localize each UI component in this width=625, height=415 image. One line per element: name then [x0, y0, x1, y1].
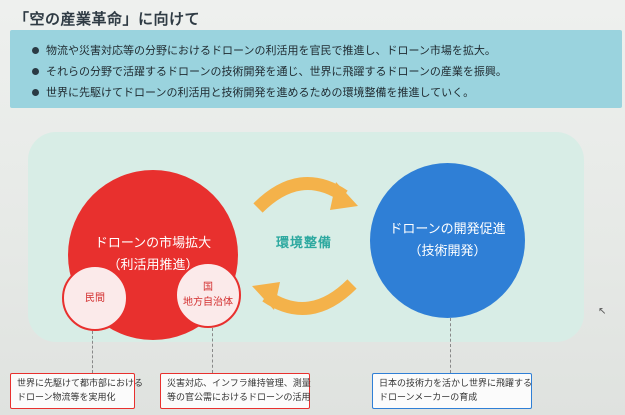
development-circle: ドローンの開発促進 （技術開発） — [370, 163, 525, 318]
government-label: 国 — [203, 282, 213, 293]
connector-line — [450, 318, 451, 373]
private-sector-circle: 民間 — [62, 265, 128, 331]
bullet-item: 物流や災害対応等の分野におけるドローンの利活用を官民で推進し、ドローン市場を拡大… — [32, 40, 608, 61]
slide-title: 「空の産業革命」に向けて — [14, 10, 201, 28]
development-label: ドローンの開発促進 — [389, 221, 506, 237]
connector-line — [92, 331, 93, 373]
callout-text: ドローン物流等を実用化 — [17, 393, 116, 403]
callout-development: 日本の技術力を活かし世界に飛躍する ドローンメーカーの育成 — [372, 373, 532, 409]
market-expansion-sublabel: （利活用推進） — [107, 258, 199, 273]
callout-text: 災害対応、インフラ維持管理、測量 — [167, 379, 311, 389]
callout-government: 災害対応、インフラ維持管理、測量 等の官公需におけるドローンの活用 — [160, 373, 311, 409]
bullet-item: それらの分野で活躍するドローンの技術開発を通じ、世界に飛躍するドローンの産業を振… — [32, 61, 608, 82]
bullet-list: 物流や災害対応等の分野におけるドローンの利活用を官民で推進し、ドローン市場を拡大… — [32, 40, 608, 103]
callout-text: 等の官公需におけるドローンの活用 — [167, 393, 311, 403]
connector-line — [212, 328, 213, 373]
cycle-arrow-bottom — [252, 279, 357, 315]
callout-text: 世界に先駆けて都市部における — [17, 379, 144, 389]
environment-label: 環境整備 — [276, 236, 333, 251]
callout-text: 日本の技術力を活かし世界に飛躍する — [379, 379, 533, 389]
market-expansion-label: ドローンの市場拡大 — [94, 236, 212, 251]
development-sublabel: （技術開発） — [408, 243, 487, 259]
callout-private: 世界に先駆けて都市部における ドローン物流等を実用化 — [10, 373, 144, 409]
local-government-label: 地方自治体 — [183, 297, 233, 308]
summary-banner: 物流や災害対応等の分野におけるドローンの利活用を官民で推進し、ドローン市場を拡大… — [10, 30, 622, 108]
mouse-cursor-icon: ↖ — [598, 306, 607, 317]
government-circle: 国 地方自治体 — [175, 262, 241, 328]
callout-text: ドローンメーカーの育成 — [379, 393, 478, 403]
private-sector-label: 民間 — [85, 292, 105, 304]
cycle-arrow-top — [253, 177, 358, 213]
bullet-item: 世界に先駆けてドローンの利活用と技術開発を進めるための環境整備を推進していく。 — [32, 82, 608, 103]
